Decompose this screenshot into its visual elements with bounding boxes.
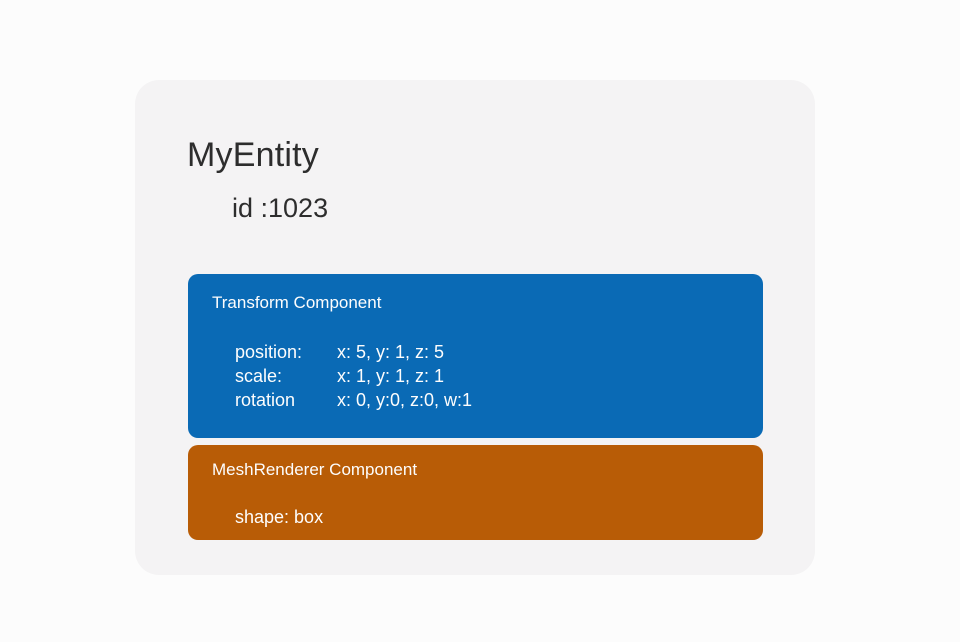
property-row-position: position: x: 5, y: 1, z: 5 [235,340,472,364]
property-row-scale: scale: x: 1, y: 1, z: 1 [235,364,472,388]
property-value-rotation: x: 0, y:0, z:0, w:1 [337,390,473,410]
property-row-rotation: rotation x: 0, y:0, z:0, w:1 [235,388,472,412]
property-label-rotation: rotation [235,390,296,410]
component-box-meshrenderer: MeshRenderer Component shape: box [188,445,763,540]
property-value-scale: x: 1, y: 1, z: 1 [337,366,445,386]
property-label-shape: shape: box [235,507,324,527]
entity-id: id :1023 [232,193,329,223]
property-row-shape: shape: box [235,505,323,529]
property-label-scale: scale: [235,366,283,386]
entity-card: MyEntity id :1023 Transform Component po… [135,80,815,575]
property-rows-meshrenderer: shape: box [235,505,323,529]
property-value-position: x: 5, y: 1, z: 5 [337,342,445,362]
entity-name: MyEntity [187,136,319,174]
property-label-position: position: [235,342,303,362]
component-title-meshrenderer: MeshRenderer Component [212,460,418,479]
property-rows-transform: position: x: 5, y: 1, z: 5 scale: x: 1, … [235,340,472,412]
component-title-transform: Transform Component [212,293,382,312]
component-box-transform: Transform Component position: x: 5, y: 1… [188,274,763,438]
